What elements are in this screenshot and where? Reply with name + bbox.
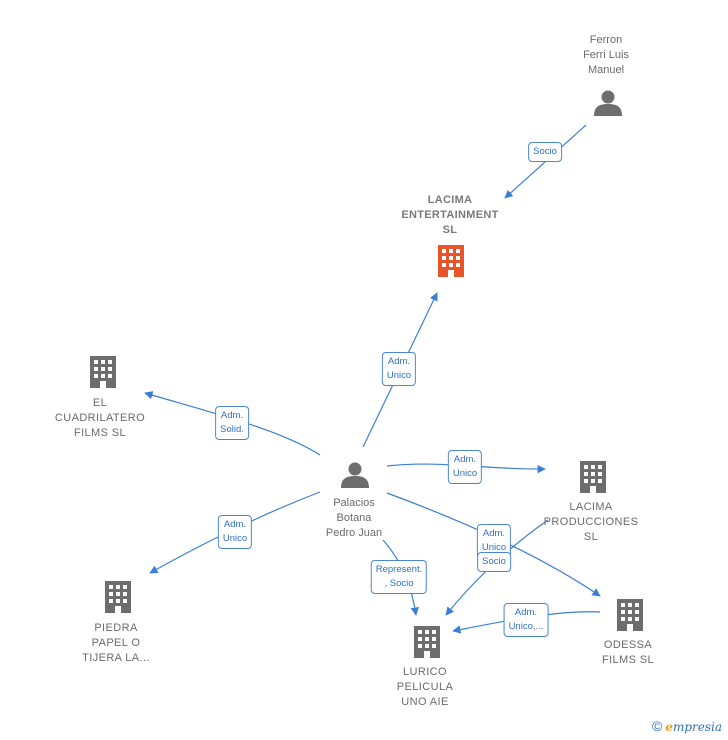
node-label-piedra[interactable]: PIEDRA PAPEL O TIJERA LA...	[82, 622, 150, 664]
edge-label-represent-socio[interactable]: Represent. , Socio	[370, 560, 428, 594]
empresia-brand[interactable]: ©empresia	[652, 718, 722, 734]
node-label-odessa[interactable]: ODESSA FILMS SL	[601, 639, 655, 666]
edge-label-adm-unico[interactable]: Adm. Unico	[447, 450, 483, 484]
edge-label-adm-unico[interactable]: Adm. Unico	[381, 352, 417, 386]
building-icon	[105, 581, 131, 613]
building-icon-main	[438, 245, 464, 277]
edge-label-socio[interactable]: Socio	[477, 552, 511, 572]
edge-label-socio[interactable]: Socio	[528, 142, 562, 162]
edge-label-adm-unico[interactable]: Adm. Unico	[217, 515, 253, 549]
building-icon	[617, 599, 643, 631]
node-label-cuadrilatero[interactable]: EL CUADRILATERO FILMS SL	[54, 397, 146, 439]
node-label-palacios[interactable]: Palacios Botana Pedro Juan	[325, 497, 383, 539]
building-icon	[414, 626, 440, 658]
person-icon	[341, 462, 369, 488]
building-icon	[90, 356, 116, 388]
copyright-icon: ©	[651, 718, 663, 734]
brand-name: mpresia	[672, 720, 722, 734]
node-label-lacima-producciones[interactable]: LACIMA PRODUCCIONES SL	[543, 501, 639, 543]
edge-label-adm-unico-more[interactable]: Adm. Unico,...	[503, 603, 549, 637]
edge-label-adm-solid[interactable]: Adm. Solid.	[215, 406, 249, 440]
brand-logo-letter: e	[665, 720, 673, 734]
building-icon	[580, 461, 606, 493]
person-icon	[594, 90, 622, 116]
node-label-lurico[interactable]: LURICO PELICULA UNO AIE	[396, 666, 454, 708]
node-label-ferron[interactable]: Ferron Ferri Luis Manuel	[583, 34, 629, 76]
node-label-lacima-entertainment[interactable]: LACIMA ENTERTAINMENT SL	[401, 194, 499, 236]
